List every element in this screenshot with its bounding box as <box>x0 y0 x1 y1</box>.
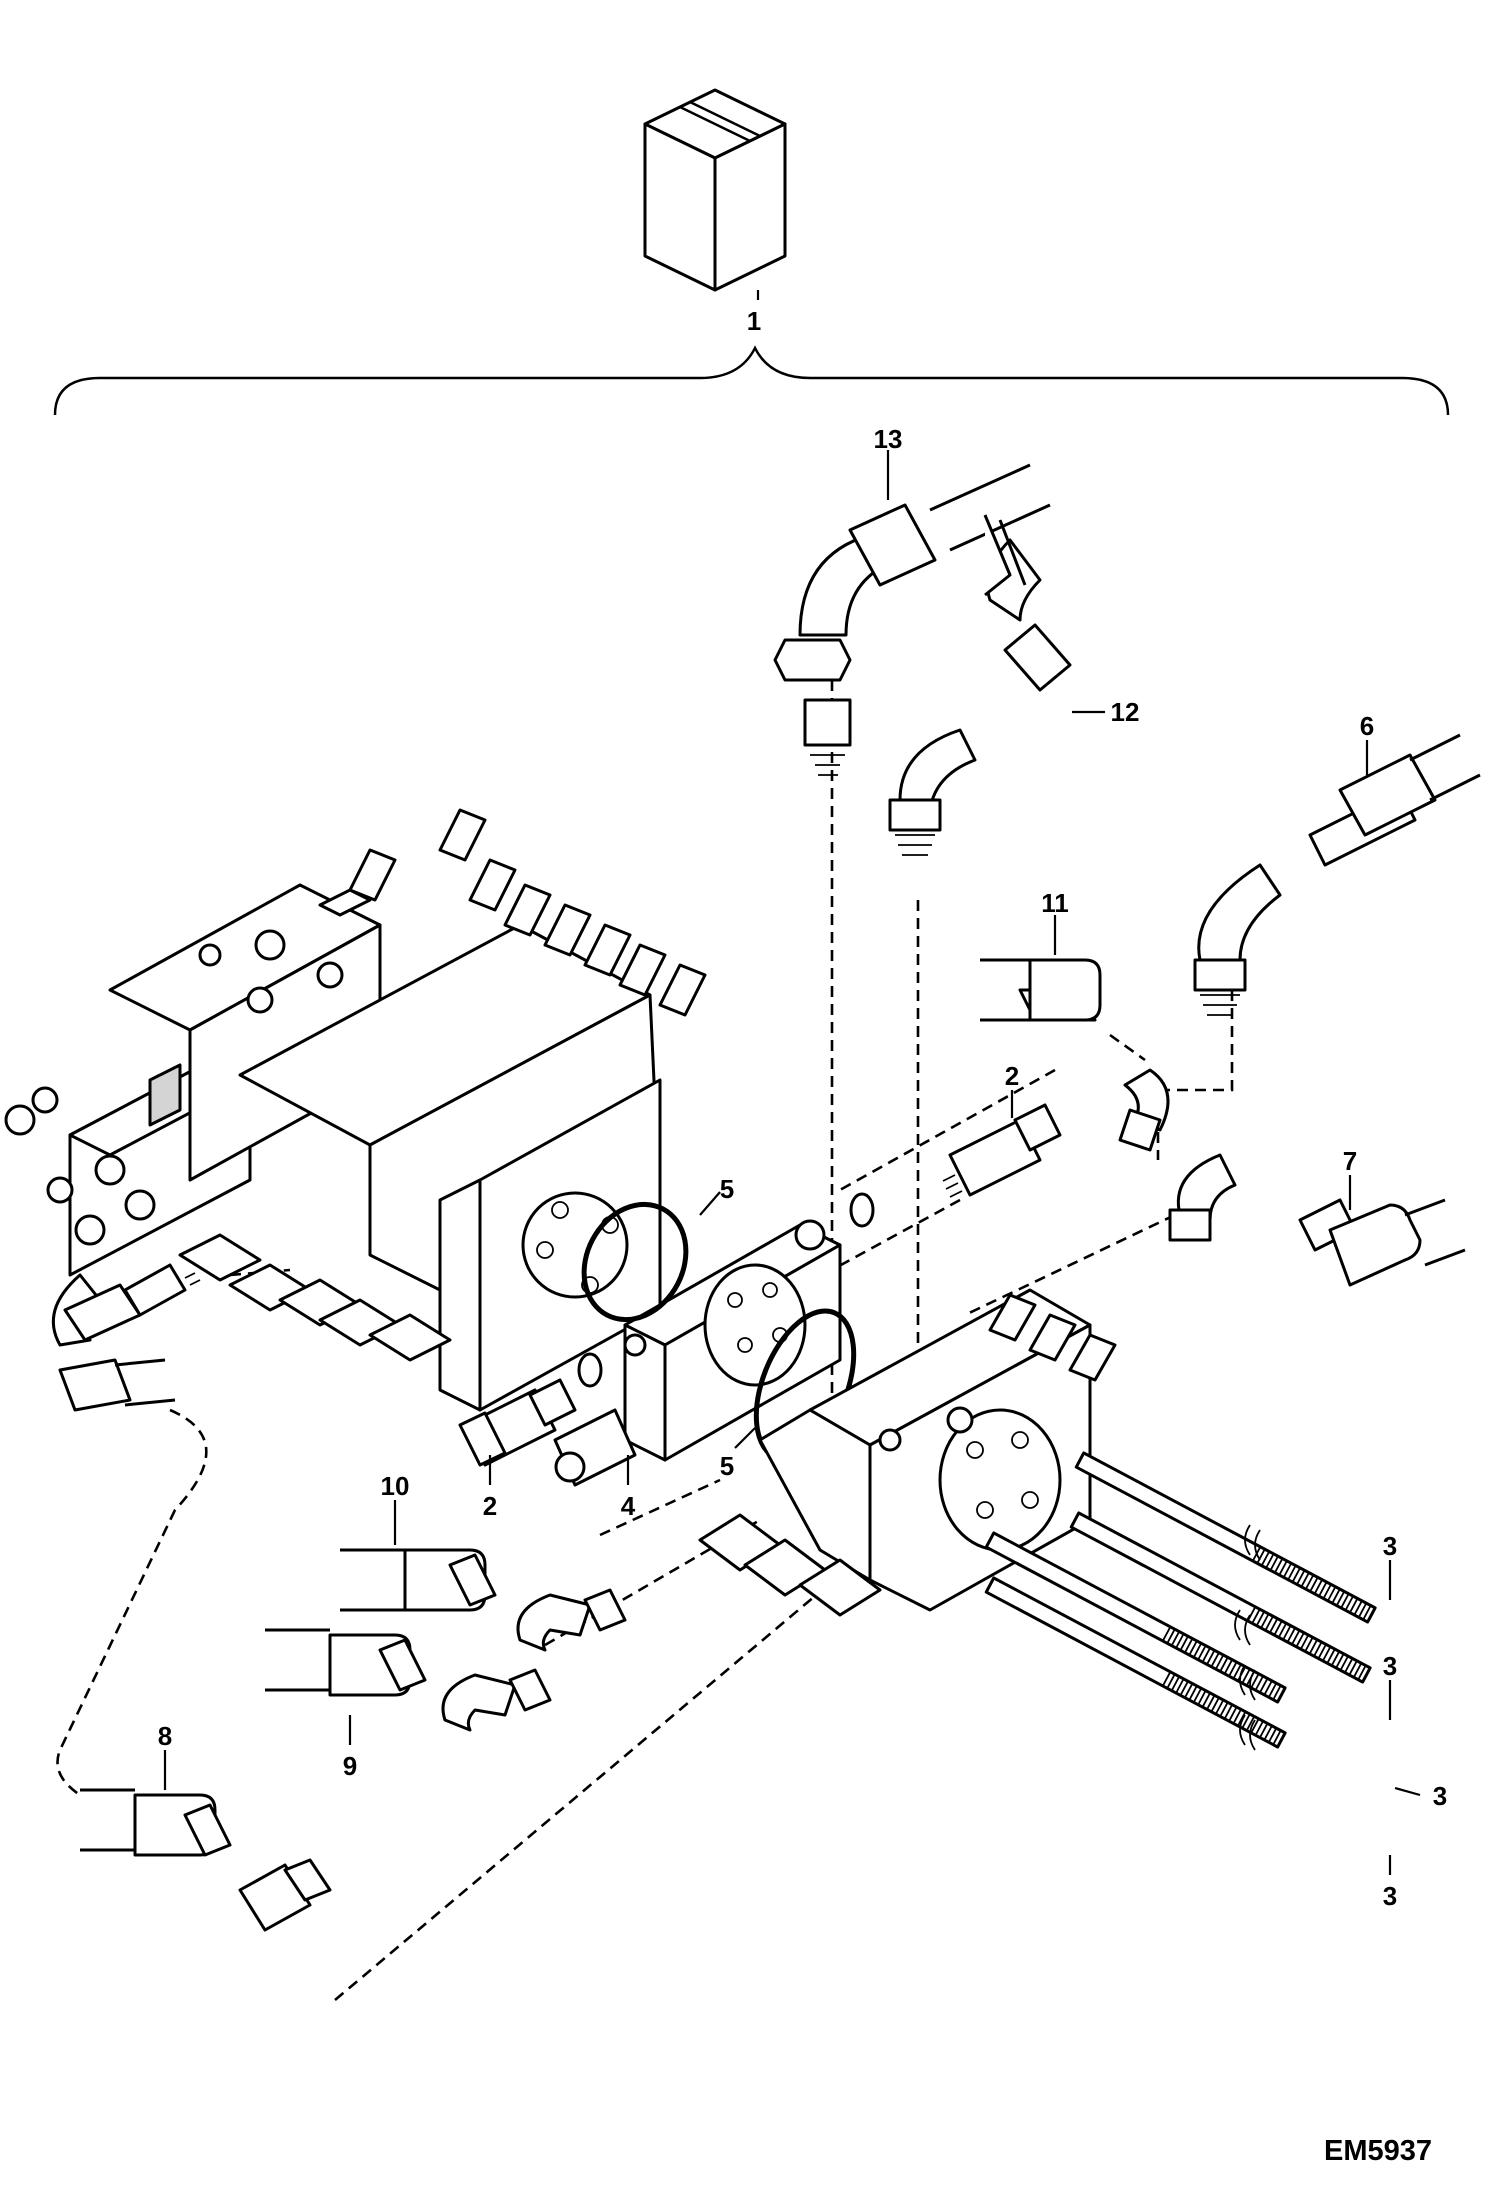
hose-7 <box>1168 1153 1466 1287</box>
callout-3-c: 3 <box>1433 1781 1447 1811</box>
callout-3-d: 3 <box>1383 1881 1397 1911</box>
connection-lines <box>56 680 1234 2001</box>
callout-3-a: 3 <box>1383 1531 1397 1561</box>
callout-5-lower: 5 <box>720 1451 734 1481</box>
small-o-ring-right <box>849 1192 875 1228</box>
hose-13 <box>773 463 1051 776</box>
kit-brace <box>53 345 1450 416</box>
callout-3-b: 3 <box>1383 1651 1397 1681</box>
hose-12 <box>888 514 1072 856</box>
callout-13: 13 <box>874 424 903 454</box>
callout-8: 8 <box>158 1721 172 1751</box>
hose-8 <box>80 1788 332 1932</box>
hose-10 <box>340 1548 627 1652</box>
hose-6 <box>1193 733 1481 1016</box>
kit-box-icon <box>643 88 787 292</box>
callout-5-upper: 5 <box>720 1174 734 1204</box>
drawing-id: EM5937 <box>1324 2135 1432 2167</box>
relief-plug-2-upper <box>942 1103 1062 1198</box>
callout-10: 10 <box>381 1471 410 1501</box>
tie-rod-studs <box>984 1451 1377 1751</box>
callout-11: 11 <box>1041 888 1069 918</box>
main-control-valve-bank <box>4 808 707 1412</box>
callout-2-upper: 2 <box>1005 1061 1019 1091</box>
callout-1: 1 <box>747 306 761 336</box>
relief-plug-2-lower <box>458 1378 577 1467</box>
callout-9: 9 <box>343 1751 357 1781</box>
o-ring-5-upper <box>581 1201 689 1323</box>
callout-4: 4 <box>621 1491 636 1521</box>
hose-left-main <box>51 1263 201 1412</box>
hose-9 <box>265 1628 552 1732</box>
auxiliary-valve-section <box>698 1288 1117 1617</box>
callout-2-lower: 2 <box>483 1491 497 1521</box>
small-o-ring-left <box>577 1352 603 1388</box>
hose-11 <box>980 958 1170 1152</box>
inlet-section-4 <box>553 1219 842 1487</box>
callout-12: 12 <box>1111 697 1140 727</box>
callout-7: 7 <box>1343 1146 1357 1176</box>
callout-6: 6 <box>1360 711 1374 741</box>
